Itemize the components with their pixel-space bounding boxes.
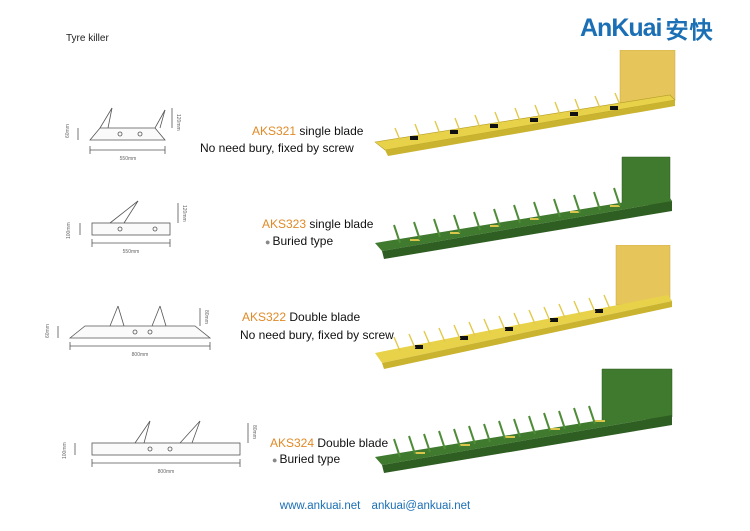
website-link[interactable]: www.ankuai.net <box>279 500 361 512</box>
product-label-aks322: AKS322 Double blade <box>242 309 360 326</box>
product-note: ●Buried type <box>265 233 333 251</box>
render-aks322 <box>375 245 672 369</box>
product-label-aks323: AKS323 single blade <box>262 216 373 233</box>
bullet-icon: ● <box>265 237 271 247</box>
product-label-aks324: AKS324 Double blade <box>270 435 388 452</box>
note-text: Buried type <box>279 452 341 466</box>
ankuai-logo: AnKuai 安快 <box>580 13 714 44</box>
height-dim-label: 60mm <box>45 324 51 338</box>
email-link[interactable]: ankuai@ankuai.net <box>371 500 471 512</box>
height-dim-label: 120mm <box>181 205 187 222</box>
product-name: single blade <box>299 124 364 138</box>
logo-chinese-name: 安快 <box>665 17 714 43</box>
product-code: AKS323 <box>262 217 307 231</box>
width-dim-label: 550mm <box>120 156 137 162</box>
bullet-icon: ● <box>272 455 278 465</box>
product-code: AKS321 <box>252 124 297 138</box>
width-dim-label: 800mm <box>158 469 175 475</box>
height-dim-label: 100mm <box>62 442 68 459</box>
product-code: AKS322 <box>242 310 287 324</box>
drawing-aks324: 800mm 100mm 80mm <box>62 420 257 475</box>
render-aks324 <box>375 368 673 473</box>
logo-wordmark: AnKuai <box>580 13 662 42</box>
product-name: Double blade <box>289 310 361 324</box>
product-name: single blade <box>309 217 374 231</box>
height-dim-label: 100mm <box>66 222 72 239</box>
page-title: Tyre killer <box>66 33 109 44</box>
drawing-aks323: 550mm 100mm 120mm <box>66 200 187 255</box>
render-aks321 <box>374 50 676 156</box>
height-dim-label: 60mm <box>65 124 71 138</box>
drawing-aks322: 800mm 60mm 80mm <box>45 305 212 358</box>
product-label-aks321: AKS321 single blade <box>252 123 363 140</box>
width-dim-label: 550mm <box>123 249 140 255</box>
product-note: No need bury, fixed by screw <box>240 328 394 342</box>
height-dim-label: 120mm <box>175 114 181 131</box>
render-aks323 <box>375 156 672 259</box>
height-dim-label: 80mm <box>251 425 257 439</box>
product-code: AKS324 <box>270 436 315 450</box>
product-note: ●Buried type <box>272 451 340 469</box>
product-note: No need bury, fixed by screw <box>200 141 354 155</box>
width-dim-label: 800mm <box>132 352 149 358</box>
note-text: Buried type <box>272 234 334 248</box>
drawing-aks321: 550mm 60mm 120mm <box>65 107 181 162</box>
height-dim-label: 80mm <box>203 310 209 324</box>
footer-contact: www.ankuai.net ankuai@ankuai.net <box>0 500 750 512</box>
product-name: Double blade <box>317 436 389 450</box>
